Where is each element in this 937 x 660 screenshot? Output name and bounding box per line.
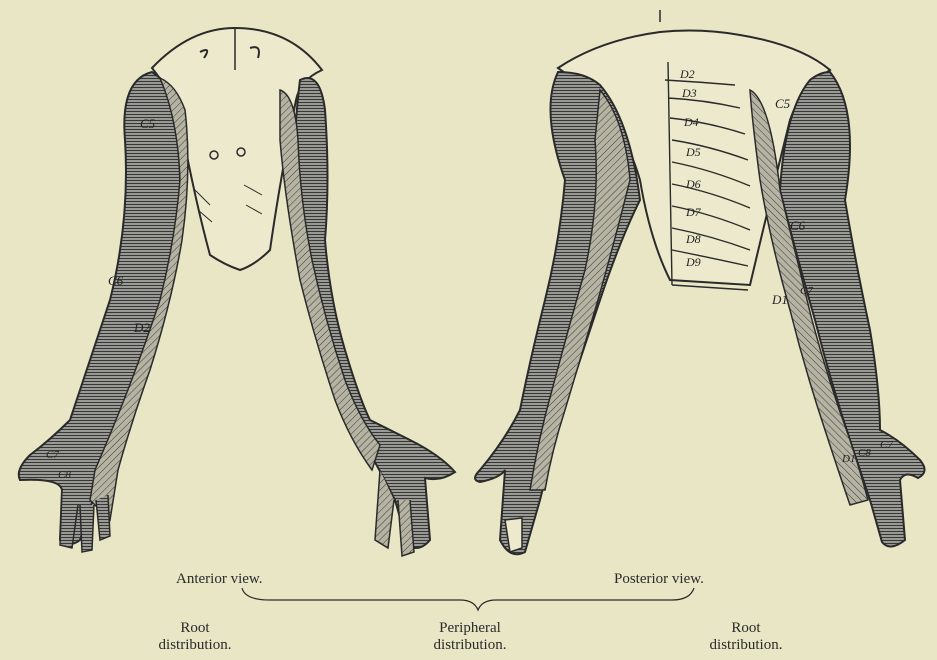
caption-anterior-view: Anterior view. (176, 571, 263, 588)
anterior-label-c7: C7 (46, 449, 59, 461)
posterior-label-d4: D4 (683, 115, 699, 129)
caption-posterior-view: Posterior view. (614, 571, 704, 588)
anterior-label-c5: C5 (140, 116, 156, 131)
posterior-label-d8: D8 (685, 232, 701, 246)
posterior-label-c7-hand: C7 (880, 439, 893, 451)
posterior-label-d2: D2 (679, 67, 695, 81)
posterior-label-d6: D6 (685, 177, 701, 191)
caption-root-left-line2: distribution. (135, 637, 255, 654)
anterior-label-c8: C8 (58, 469, 71, 481)
peripheral-brace (242, 588, 694, 610)
posterior-label-d9: D9 (685, 255, 701, 269)
posterior-label-c7-upper: C7 (800, 285, 813, 297)
posterior-figure: D2 D3 D4 D5 D6 D7 D8 D9 C5 C6 C7 D1 C8 C… (475, 10, 925, 554)
posterior-label-c5: C5 (775, 96, 791, 111)
posterior-label-d5: D5 (685, 145, 701, 159)
anterior-label-c6: C6 (108, 273, 124, 288)
posterior-label-c8: C8 (858, 447, 871, 459)
anterior-figure: C5 C6 D2 C7 C8 (19, 28, 455, 556)
posterior-label-d7: D7 (685, 205, 702, 219)
caption-root-right-line1: Root (686, 620, 806, 637)
caption-root-right-line2: distribution. (686, 637, 806, 654)
posterior-label-c6: C6 (790, 218, 806, 233)
posterior-label-d1-hand: D1 (841, 453, 855, 465)
anterior-label-d2: D2 (133, 320, 150, 335)
posterior-label-d1: D1 (771, 292, 788, 307)
caption-peripheral-line2: distribution. (400, 637, 540, 654)
posterior-label-d3: D3 (681, 86, 697, 100)
caption-root-left-line1: Root (135, 620, 255, 637)
caption-peripheral-line1: Peripheral (400, 620, 540, 637)
